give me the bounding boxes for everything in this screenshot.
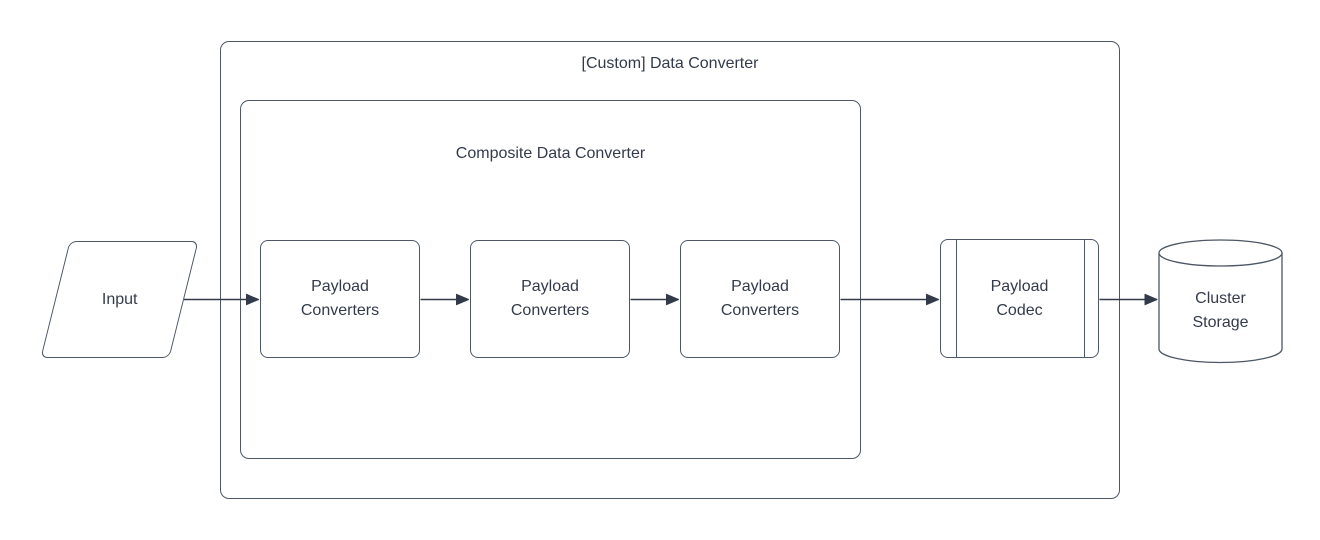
group-custom-data-converter: [Custom] Data Converter [220, 41, 1120, 499]
node-payload-codec: Payload Codec [940, 239, 1099, 358]
node-payload-converters-1: Payload Converters [260, 240, 420, 358]
node-input: Input [40, 241, 199, 358]
node-input-label: Input [101, 290, 138, 308]
node-payload-codec-label: Payload Codec [990, 277, 1049, 319]
node-payload-converters-1-label: Payload Converters [300, 278, 380, 319]
group-composite-data-converter-title: Composite Data Converter [455, 145, 646, 162]
group-composite-data-converter: Composite Data Converter [240, 100, 861, 459]
group-custom-data-converter-title: [Custom] Data Converter [581, 55, 759, 72]
node-payload-converters-3-label: Payload Converters [720, 278, 800, 319]
node-payload-converters-3: Payload Converters [680, 240, 840, 358]
node-payload-converters-2: Payload Converters [470, 240, 630, 358]
node-cluster-storage-label: Cluster Storage [1192, 289, 1249, 331]
database-cylinder-icon [1158, 239, 1283, 364]
node-cluster-storage: Cluster Storage [1158, 239, 1283, 364]
predefined-process-left-bar [956, 240, 957, 357]
node-payload-converters-2-label: Payload Converters [510, 278, 590, 319]
predefined-process-right-bar [1084, 240, 1085, 357]
